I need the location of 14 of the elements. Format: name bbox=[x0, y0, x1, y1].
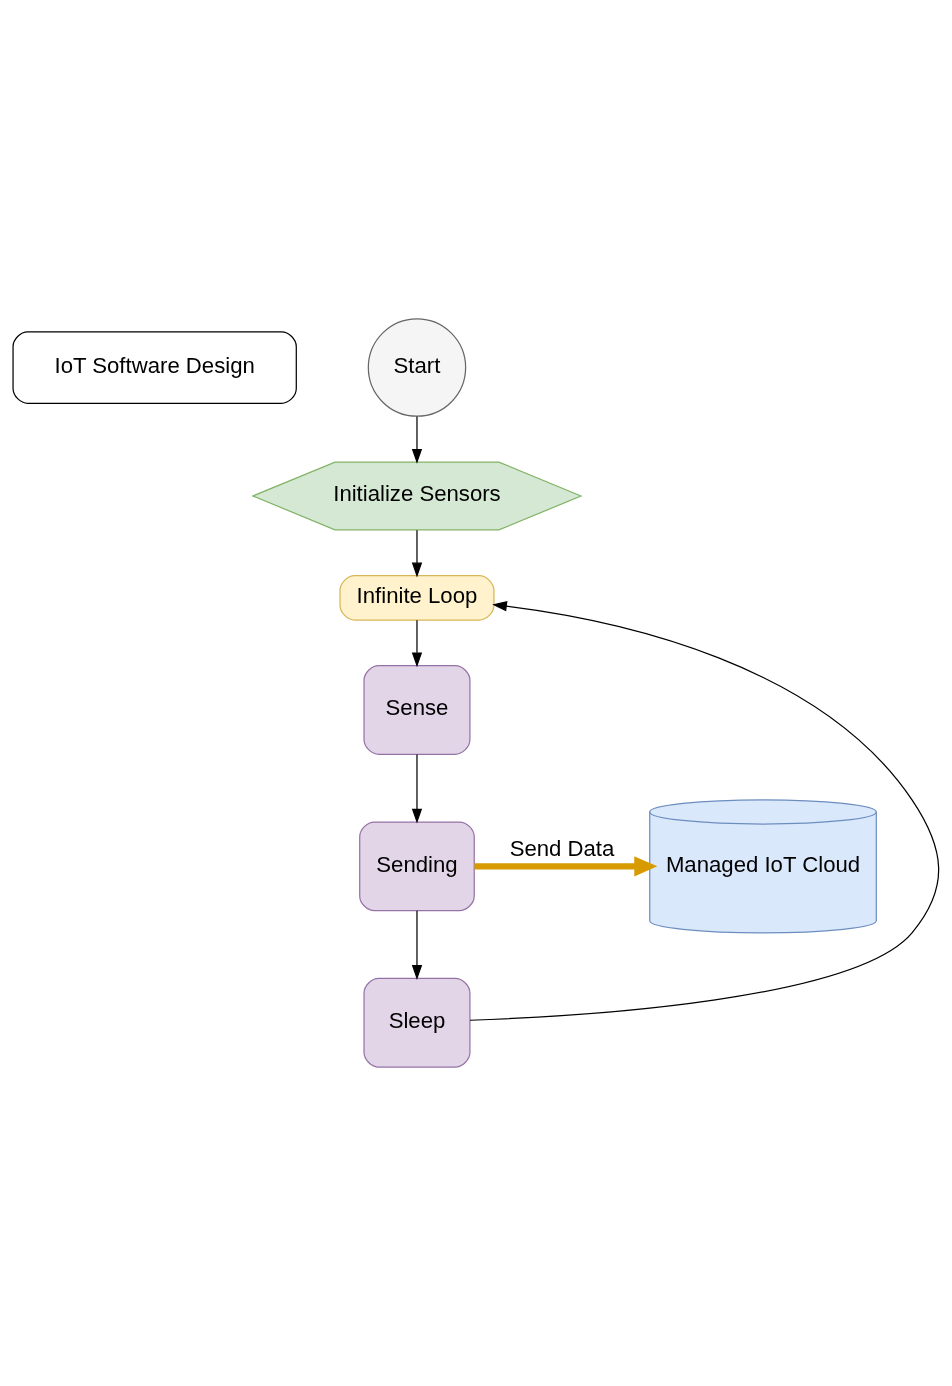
node-box: Sleep bbox=[363, 977, 471, 1068]
edge-label: Send Data bbox=[509, 835, 615, 861]
arrow bbox=[411, 619, 423, 668]
node-box: Infinite Loop bbox=[339, 575, 495, 621]
arrow bbox=[469, 601, 940, 1021]
arrow bbox=[411, 753, 423, 824]
arrow bbox=[474, 856, 658, 877]
node-circle: Start bbox=[367, 318, 467, 417]
node-box: Sense bbox=[363, 665, 471, 755]
node-box: IoT Software Design bbox=[12, 331, 297, 404]
arrow bbox=[411, 529, 423, 578]
arrow bbox=[411, 910, 423, 980]
arrow bbox=[411, 415, 423, 464]
node-box: Sending bbox=[359, 821, 475, 912]
